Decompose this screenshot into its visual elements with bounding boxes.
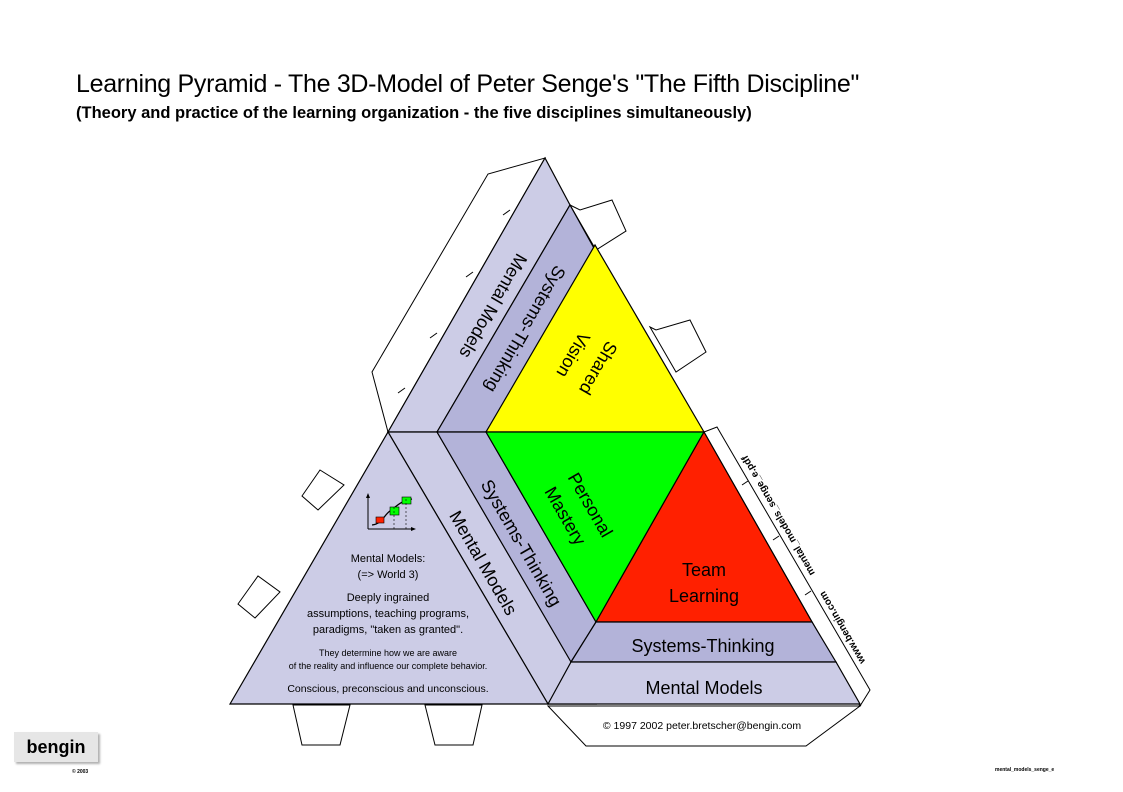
left-face <box>228 430 550 705</box>
fold-ticks <box>397 209 812 596</box>
left-desc-3: paradigms, "taken as granted". <box>313 624 463 636</box>
right-systems-thinking-label: Systems-Thinking <box>631 636 774 656</box>
left-footer: Conscious, preconscious and unconscious. <box>287 683 488 695</box>
left-small-1: They determine how we are aware <box>319 648 457 658</box>
logo-copyright: © 2003 <box>72 769 89 775</box>
page-subtitle: (Theory and practice of the learning org… <box>76 104 752 122</box>
file-reference: mental_models_senge_e <box>995 767 1055 773</box>
team-learning-label-2: Learning <box>669 586 739 606</box>
left-desc-2: assumptions, teaching programs, <box>307 608 469 620</box>
left-heading-2: (=> World 3) <box>358 569 419 581</box>
glue-flaps <box>237 157 871 747</box>
right-mental-models-band <box>546 661 862 705</box>
flap-bottom-right <box>546 705 862 747</box>
bengin-logo: bengin <box>14 732 98 762</box>
growth-chart-icon <box>366 493 416 531</box>
right-mental-models-label: Mental Models <box>645 678 762 698</box>
flap-left-1 <box>301 469 345 511</box>
left-heading-1: Mental Models: <box>351 553 426 565</box>
top-face <box>386 156 706 433</box>
right-face <box>546 430 862 705</box>
team-learning-label-1: Team <box>682 560 726 580</box>
copyright-text: © 1997 2002 peter.bretscher@bengin.com <box>603 720 801 732</box>
middle-face <box>386 431 706 705</box>
flap-bottom-1 <box>292 704 351 746</box>
left-small-2: of the reality and influence our complet… <box>289 661 488 671</box>
flap-left-2 <box>237 575 281 619</box>
flap-bottom-2 <box>424 704 483 746</box>
flap-top-right-2 <box>648 319 707 373</box>
left-desc-1: Deeply ingrained <box>347 592 430 604</box>
logo-text: bengin <box>26 736 86 757</box>
page-title: Learning Pyramid - The 3D-Model of Peter… <box>76 70 860 98</box>
flap-top-right-1 <box>568 199 627 251</box>
